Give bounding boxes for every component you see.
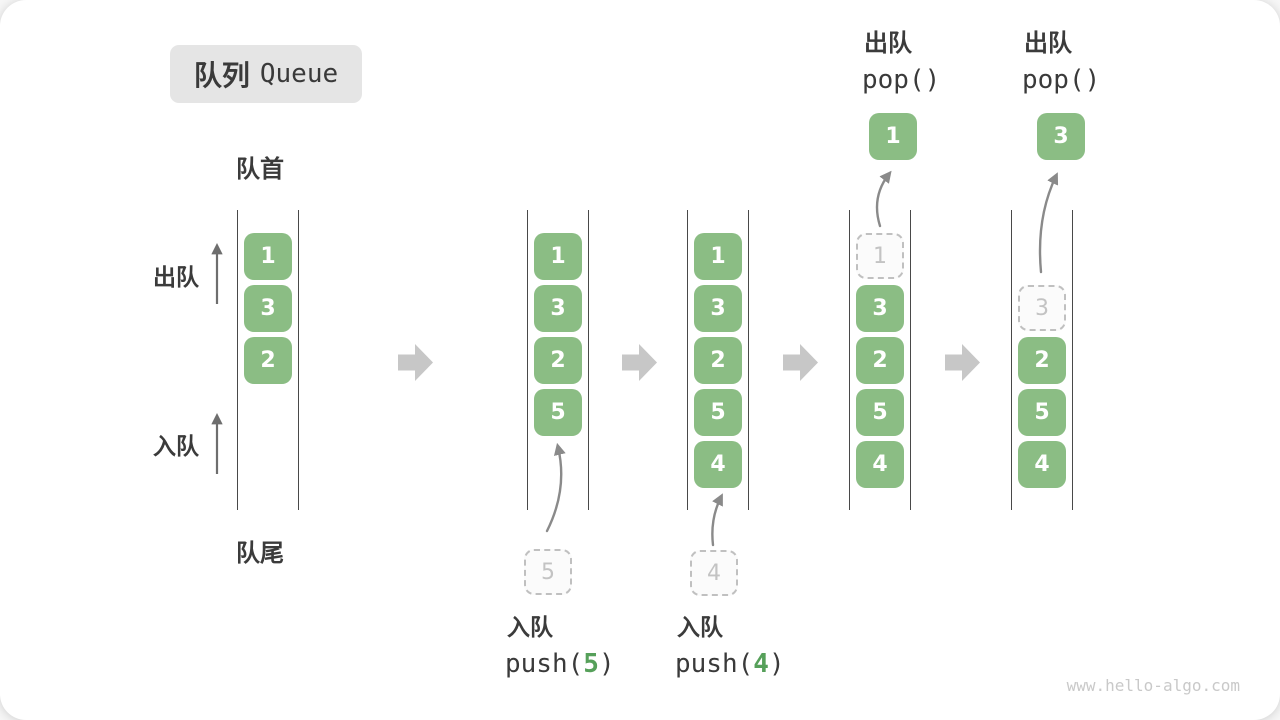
title-badge: 队列 Queue bbox=[170, 45, 362, 103]
dequeue-op-code: pop() bbox=[862, 65, 941, 95]
code-arg: 4 bbox=[753, 649, 769, 679]
watermark: www.hello-algo.com bbox=[1066, 676, 1240, 695]
dequeue-op-label: 出队 bbox=[1024, 30, 1072, 57]
code-fn: push( bbox=[675, 649, 754, 679]
queue-element: 2 bbox=[694, 337, 742, 384]
dequeue-side-label: 出队 bbox=[153, 264, 199, 290]
incoming-element-ghost: 4 bbox=[690, 550, 738, 596]
queue-element: 3 bbox=[856, 285, 904, 332]
removed-element-ghost: 1 bbox=[856, 233, 904, 279]
title-en: Queue bbox=[259, 59, 339, 89]
queue-element: 1 bbox=[534, 233, 582, 280]
popped-element: 3 bbox=[1037, 113, 1085, 160]
enqueue-side-label: 入队 bbox=[153, 433, 199, 459]
dequeue-op-label: 出队 bbox=[864, 30, 912, 57]
step-arrow-icon bbox=[622, 344, 657, 381]
queue-element: 1 bbox=[694, 233, 742, 280]
queue-container-state4 bbox=[849, 210, 911, 510]
queue-element: 3 bbox=[694, 285, 742, 332]
queue-element: 5 bbox=[1018, 389, 1066, 436]
incoming-element-ghost: 5 bbox=[524, 549, 572, 595]
queue-element: 4 bbox=[694, 441, 742, 488]
dequeue-op-code: pop() bbox=[1022, 65, 1101, 95]
queue-element: 2 bbox=[244, 337, 292, 384]
title-zh: 队列 bbox=[193, 60, 250, 91]
queue-element: 4 bbox=[856, 441, 904, 488]
code-close: ) bbox=[598, 649, 615, 679]
step-arrow-icon bbox=[783, 344, 818, 381]
queue-element: 5 bbox=[694, 389, 742, 436]
queue-container-state3 bbox=[687, 210, 749, 510]
queue-element: 2 bbox=[1018, 337, 1066, 384]
queue-element: 2 bbox=[534, 337, 582, 384]
enqueue-op-code: push(5) bbox=[505, 650, 615, 679]
queue-container-state2 bbox=[527, 210, 589, 510]
queue-element: 3 bbox=[244, 285, 292, 332]
queue-element: 3 bbox=[534, 285, 582, 332]
queue-element: 5 bbox=[534, 389, 582, 436]
queue-element: 4 bbox=[1018, 441, 1066, 488]
enqueue-op-label: 入队 bbox=[677, 614, 723, 640]
queue-container-state5 bbox=[1011, 210, 1073, 510]
enqueue-op-label: 入队 bbox=[507, 614, 553, 640]
code-arg: 5 bbox=[583, 649, 599, 679]
removed-element-ghost: 3 bbox=[1018, 285, 1066, 331]
code-close: ) bbox=[768, 649, 785, 679]
queue-element: 1 bbox=[244, 233, 292, 280]
popped-element: 1 bbox=[869, 113, 917, 160]
code-fn: push( bbox=[505, 649, 584, 679]
queue-container-state1 bbox=[237, 210, 299, 510]
step-arrow-icon bbox=[945, 344, 980, 381]
queue-rear-label: 队尾 bbox=[236, 540, 284, 567]
step-arrow-icon bbox=[398, 344, 433, 381]
queue-element: 2 bbox=[856, 337, 904, 384]
queue-element: 5 bbox=[856, 389, 904, 436]
enqueue-op-code: push(4) bbox=[675, 650, 785, 679]
queue-front-label: 队首 bbox=[236, 156, 284, 183]
